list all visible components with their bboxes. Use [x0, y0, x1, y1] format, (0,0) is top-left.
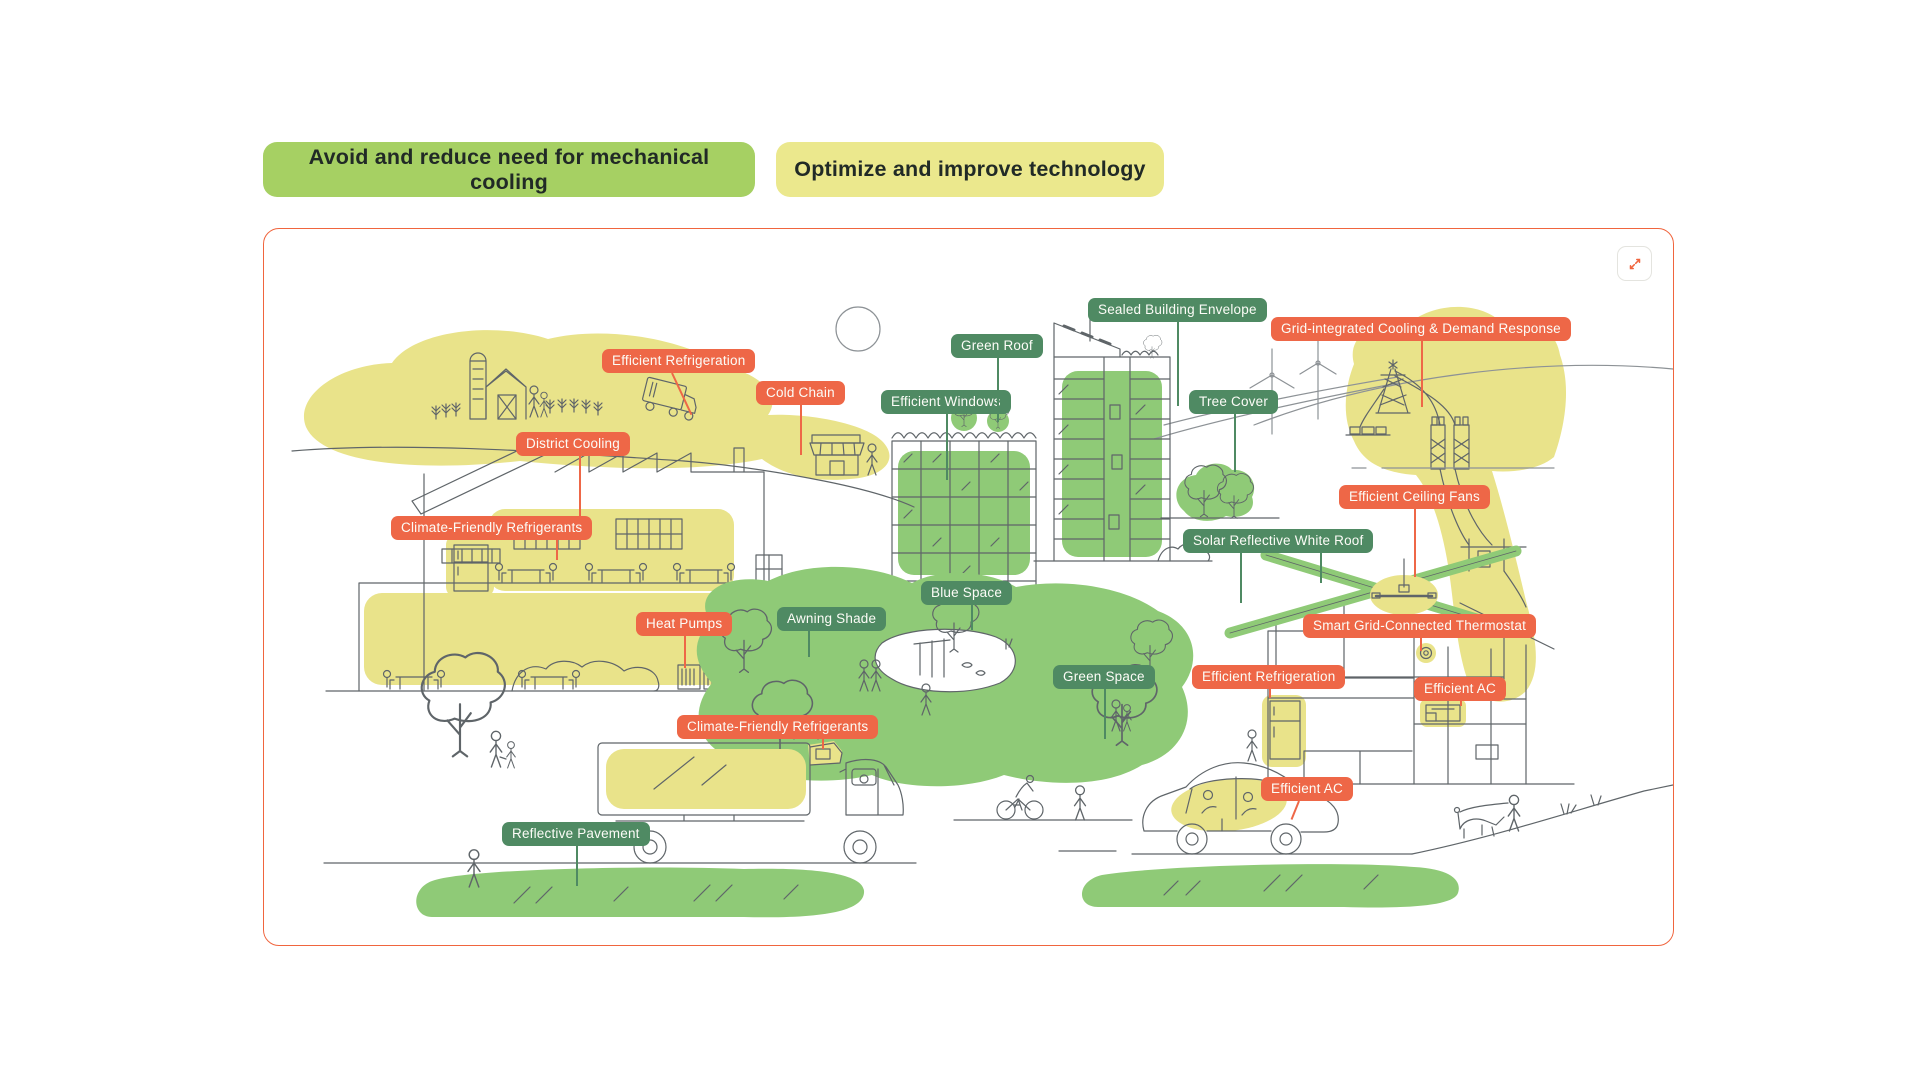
illustration-panel: Efficient Refrigeration Cold Chain Distr…	[263, 228, 1674, 946]
truck-refrigeration-unit	[809, 742, 843, 766]
tag-solar-reflective-white-roof: Solar Reflective White Roof	[1183, 529, 1374, 603]
hedge-icon	[511, 660, 660, 692]
factory-refrigerator-icon	[453, 544, 489, 592]
tag-green-roof: Green Roof	[951, 334, 1043, 422]
tag-pointer	[1177, 322, 1180, 406]
tag-reflective-pavement: Reflective Pavement	[502, 822, 650, 886]
tag-efficient-ceiling-fans: Efficient Ceiling Fans	[1339, 485, 1490, 577]
tag-pointer	[1240, 553, 1243, 603]
tag-efficient-windows: Efficient Windows	[881, 390, 1011, 480]
legend-avoid-button[interactable]: Avoid and reduce need for mechanical coo…	[263, 142, 755, 197]
tag-pointer	[807, 631, 810, 657]
tag-climate-friendly-refrigerants-truck: Climate-Friendly Refrigerants	[677, 715, 879, 749]
tag-efficient-refrigeration-farm: Efficient Refrigeration	[602, 349, 756, 416]
home-refrigerator-icon	[1269, 700, 1301, 760]
tag-efficient-ac-car: Efficient AC	[1261, 777, 1353, 820]
power-grid-illustration	[1345, 359, 1555, 608]
factory-fridge-highlight	[446, 535, 494, 597]
thermostat-icon	[1419, 646, 1433, 660]
tag-pointer	[1420, 341, 1423, 407]
tree-cover-highlight	[1176, 463, 1255, 521]
pier-posts	[913, 638, 951, 678]
tag-pointer	[971, 605, 974, 630]
tag-pointer	[578, 456, 581, 516]
tag-pointer	[1233, 414, 1236, 472]
fish-icon	[961, 662, 986, 676]
city-illustration	[291, 306, 1673, 918]
car-icon	[1142, 762, 1339, 855]
cyclist-icon	[996, 774, 1044, 820]
tag-tree-cover: Tree Cover	[1189, 390, 1279, 472]
tag-green-space: Green Space	[1053, 665, 1155, 739]
factory-lower-floor-highlight	[364, 593, 749, 685]
pavement-strips	[416, 864, 1459, 918]
delivery-truck-icon	[597, 741, 904, 864]
dog-walker-icon	[1453, 794, 1521, 839]
market-stand-icon	[809, 434, 878, 476]
tag-smart-grid-connected-thermostat: Smart Grid-Connected Thermostat	[1303, 614, 1537, 651]
tag-pointer	[1419, 638, 1422, 651]
farm-illustration	[291, 352, 915, 508]
tag-sealed-building-envelope: Sealed Building Envelope	[1088, 298, 1267, 406]
tag-pointer	[1268, 689, 1271, 698]
tag-pointer	[945, 414, 948, 480]
road	[323, 784, 1673, 864]
expand-button[interactable]	[1617, 246, 1652, 281]
tag-efficient-ac-home: Efficient AC	[1414, 677, 1506, 706]
legend-optimize-button[interactable]: Optimize and improve technology	[776, 142, 1164, 197]
tag-pointer	[1103, 689, 1106, 739]
tag-grid-integrated-cooling-demand-response: Grid-integrated Cooling & Demand Respons…	[1271, 317, 1571, 407]
tag-blue-space: Blue Space	[921, 581, 1013, 630]
pond-icon	[874, 628, 1016, 693]
tag-pointer	[575, 846, 578, 886]
tag-awning-shade: Awning Shade	[777, 607, 887, 657]
tag-heat-pumps: Heat Pumps	[636, 612, 733, 668]
tag-district-cooling: District Cooling	[516, 432, 630, 516]
wind-turbine-icon	[1249, 340, 1337, 435]
tag-pointer	[1414, 509, 1417, 577]
tag-climate-friendly-refrigerants-factory: Climate-Friendly Refrigerants	[391, 516, 593, 560]
ceiling-fan-icon	[1370, 558, 1438, 615]
tag-pointer	[556, 540, 559, 560]
pedestrian-icon	[1073, 785, 1087, 821]
tag-pointer	[684, 636, 687, 668]
roof-grass	[891, 432, 1037, 439]
home-ac-icon	[1425, 704, 1461, 722]
sun-icon	[835, 306, 881, 352]
left-street-figures	[420, 651, 516, 888]
green-wall-highlight	[898, 451, 1030, 575]
barn-icon	[485, 368, 527, 420]
expand-icon	[1626, 255, 1644, 273]
street-trees	[1160, 464, 1280, 519]
pylon-top	[1388, 359, 1398, 370]
tag-pointer	[800, 405, 803, 455]
tag-cold-chain: Cold Chain	[756, 381, 845, 455]
tag-pointer	[1459, 701, 1462, 706]
tag-pointer	[821, 739, 824, 749]
tower-building	[1033, 318, 1213, 562]
tag-pointer	[1320, 553, 1323, 583]
tag-efficient-refrigeration-home: Efficient Refrigeration	[1192, 665, 1346, 698]
tag-pointer	[996, 358, 999, 422]
